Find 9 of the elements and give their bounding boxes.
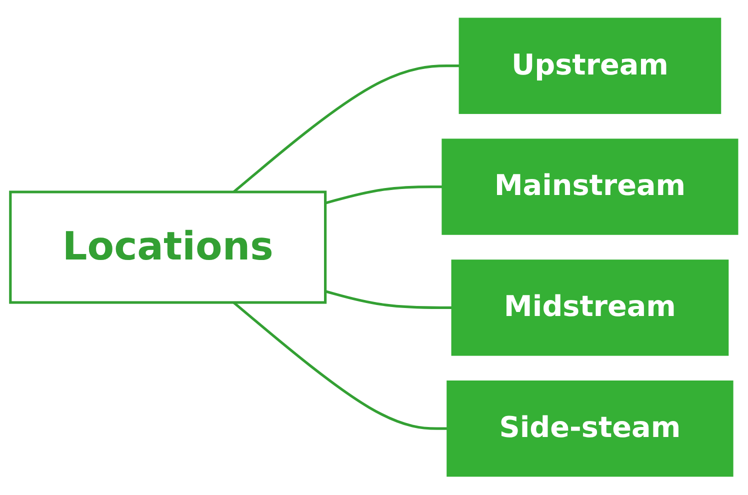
node-box: Locations bbox=[9, 190, 327, 304]
node-box: Midstream bbox=[451, 260, 729, 356]
connector bbox=[324, 186, 442, 205]
node-box: Side-steam bbox=[446, 380, 734, 477]
connector bbox=[324, 290, 452, 310]
connector bbox=[232, 64, 460, 194]
node-box: Upstream bbox=[458, 18, 722, 114]
connector bbox=[232, 302, 448, 430]
node-box: Mainstream bbox=[442, 138, 738, 236]
